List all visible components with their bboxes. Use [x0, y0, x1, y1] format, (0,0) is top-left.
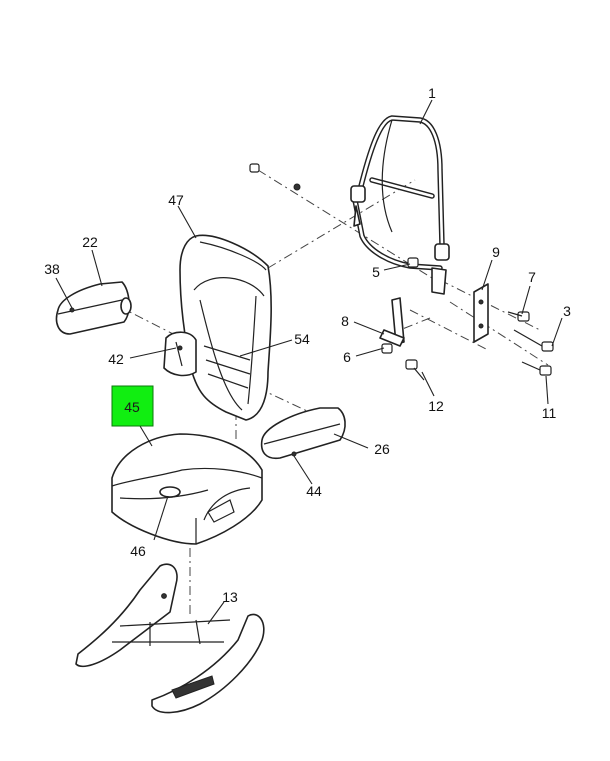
- assembly-center-lines: [117, 169, 549, 615]
- callout-26: 26: [374, 441, 390, 457]
- callout-38: 38: [44, 261, 60, 277]
- callout-13: 13: [222, 589, 238, 605]
- lumbar-handle-part-42: [163, 331, 197, 377]
- callout-7: 7: [528, 269, 536, 285]
- callout-5: 5: [372, 264, 380, 280]
- mounting-bracket-part-8: [379, 297, 405, 347]
- fastener-part-5: [407, 257, 419, 268]
- bolt-part-12: [405, 359, 425, 381]
- bolt-part-3: [513, 329, 554, 352]
- bolt-part-11: [521, 361, 552, 376]
- side-plate-part-9: [473, 283, 489, 343]
- right-armrest-part-26: [260, 407, 346, 460]
- callout-9: 9: [492, 244, 500, 260]
- callout-54: 54: [294, 331, 310, 347]
- callout-1: 1: [428, 85, 436, 101]
- callout-6: 6: [343, 349, 351, 365]
- backrest-frame-part-1: [350, 115, 450, 295]
- top-hardware: [249, 163, 301, 191]
- callout-22: 22: [82, 234, 98, 250]
- callout-8: 8: [341, 313, 349, 329]
- callout-47: 47: [168, 192, 184, 208]
- seat-base-frame-part-13: [75, 563, 265, 714]
- callout-leader-lines: [55, 99, 563, 625]
- highlight-box-45[interactable]: [111, 385, 154, 427]
- callout-46: 46: [130, 543, 146, 559]
- callout-labels: 1 3 5 6 7 8 9 11 12 13 22 26 38 42 44 45…: [44, 85, 571, 605]
- seat-back-cushion-part-47: [179, 234, 272, 421]
- callout-44: 44: [306, 483, 322, 499]
- callout-12: 12: [428, 398, 444, 414]
- left-armrest-part-22: [55, 281, 132, 335]
- callout-42: 42: [108, 351, 124, 367]
- seat-cushion-part-45: [111, 433, 263, 545]
- callout-3: 3: [563, 303, 571, 319]
- callout-11: 11: [542, 405, 557, 421]
- bolt-part-7: [507, 311, 530, 322]
- callout-45[interactable]: 45: [124, 399, 140, 415]
